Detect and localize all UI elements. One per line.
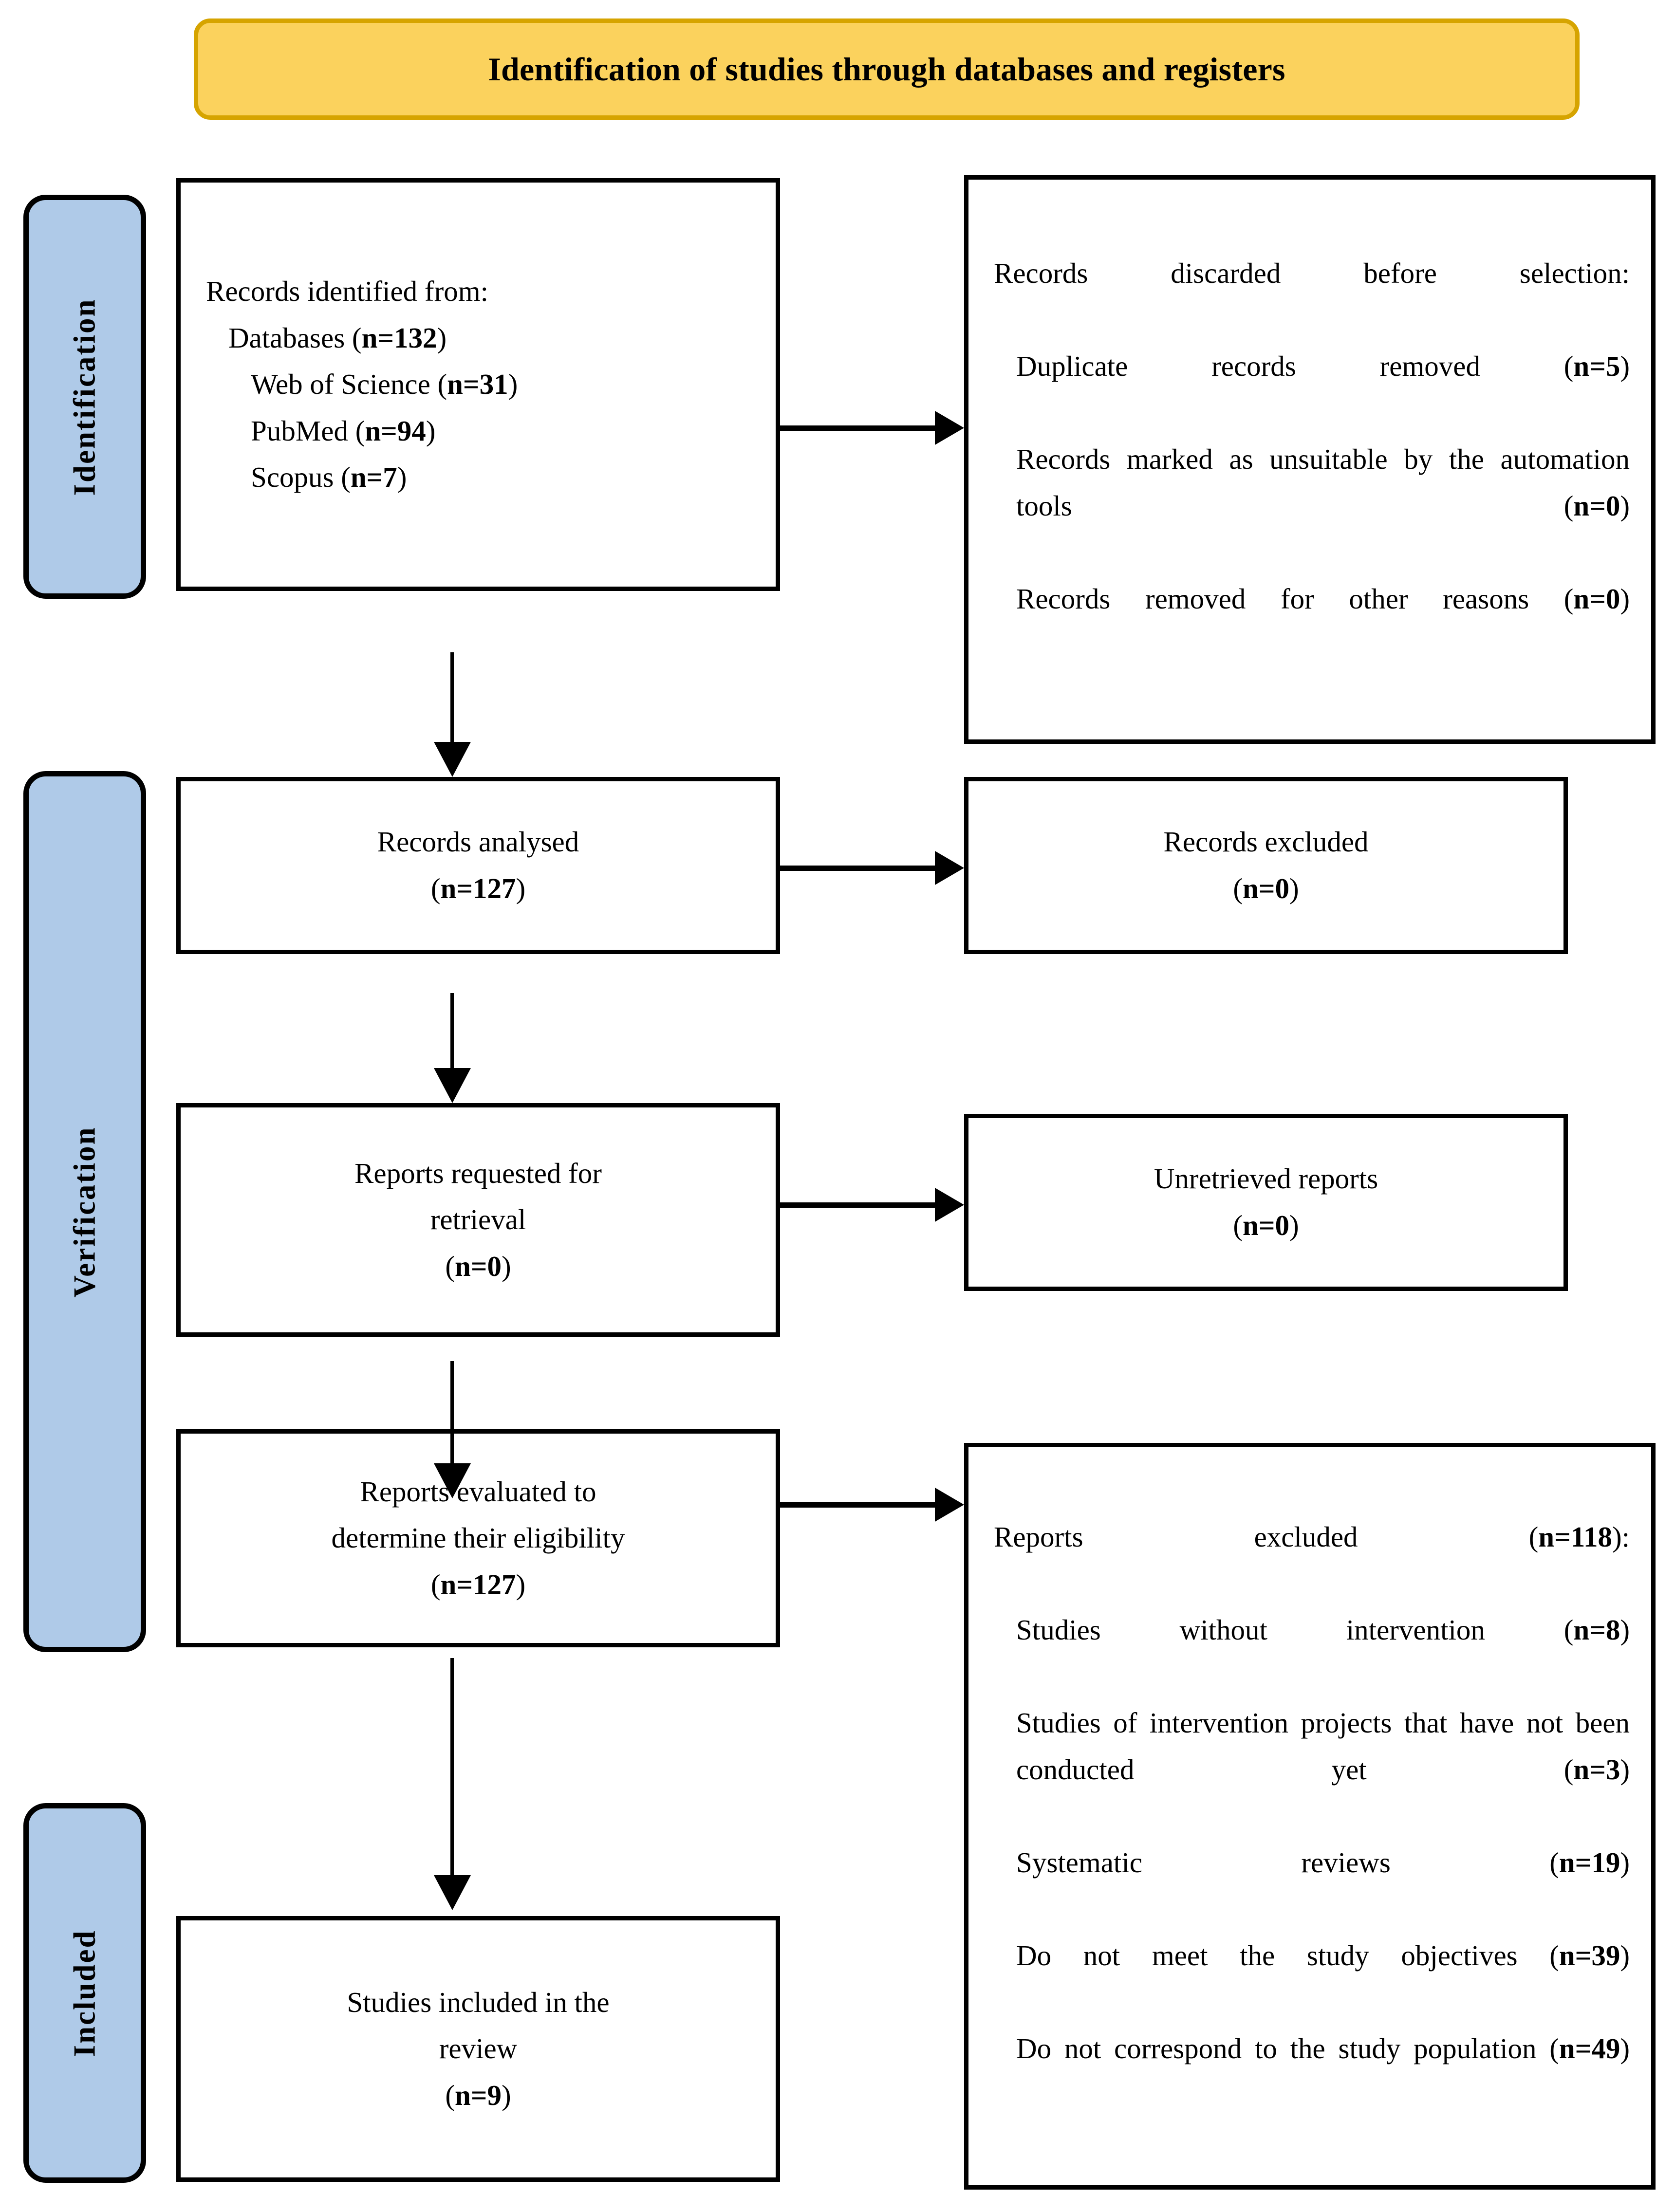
arrow-head-down-icon [434, 1068, 471, 1103]
reports-excluded-box: Reports excluded (n=118): Studies withou… [964, 1443, 1656, 2190]
records-analysed-count: (n=127) [430, 872, 526, 904]
records-identified-line-1: Databases (n=132) [228, 321, 447, 354]
records-discarded-item-0: Duplicate records removed (n=5) [1016, 350, 1630, 383]
arrow-head-right-icon [935, 411, 964, 445]
records-identified-line-3: PubMed (n=94) [251, 414, 436, 447]
studies-included-title-line1: Studies included in the [347, 1986, 610, 2018]
arrow-stem [780, 1202, 936, 1208]
records-identified-box: Records identified from: Databases (n=13… [176, 178, 780, 591]
records-discarded-item-2: Records removed for other reasons (n=0) [1016, 582, 1630, 615]
arrow-head-down-icon [434, 1463, 471, 1498]
arrow-stem [450, 993, 454, 1069]
records-excluded-count: (n=0) [1233, 872, 1299, 904]
records-identified-line-4: Scopus (n=7) [251, 461, 407, 494]
records-discarded-heading: Records discarded before selection: [994, 257, 1630, 289]
unretrieved-reports-count: (n=0) [1233, 1209, 1299, 1241]
arrow-head-down-icon [434, 1875, 471, 1910]
reports-excluded-item-4: Do not correspond to the study populatio… [1016, 2032, 1630, 2065]
records-discarded-box: Records discarded before selection: Dupl… [964, 175, 1656, 744]
reports-excluded-heading: Reports excluded (n=118): [994, 1520, 1630, 1553]
unretrieved-reports-title: Unretrieved reports [1154, 1162, 1378, 1195]
arrow-head-down-icon [434, 742, 471, 777]
records-identified-line-2: Web of Science (n=31) [251, 368, 518, 401]
diagram-header-banner: Identification of studies through databa… [194, 18, 1580, 120]
records-analysed-title: Records analysed [377, 826, 579, 858]
studies-included-title-line2: review [439, 2032, 518, 2065]
records-excluded-title: Records excluded [1163, 826, 1369, 858]
stage-label-verification: Verification [23, 771, 146, 1652]
records-discarded-item-1: Records marked as unsuitable by the auto… [1016, 443, 1630, 522]
arrow-head-right-icon [935, 1488, 964, 1522]
stage-label-identification-text: Identification [67, 297, 102, 496]
diagram-title: Identification of studies through databa… [488, 50, 1285, 88]
arrow-head-right-icon [935, 851, 964, 885]
records-excluded-box: Records excluded (n=0) [964, 777, 1568, 954]
records-identified-line-0: Records identified from: [206, 275, 489, 308]
reports-requested-title-line2: retrieval [430, 1203, 526, 1236]
arrow-head-right-icon [935, 1188, 964, 1222]
reports-excluded-item-2: Systematic reviews (n=19) [1016, 1846, 1630, 1879]
stage-label-identification: Identification [23, 195, 146, 599]
arrow-stem [780, 1502, 936, 1508]
reports-evaluated-title-line2: determine their eligibility [331, 1522, 625, 1554]
studies-included-count: (n=9) [445, 2079, 511, 2111]
stage-label-included: Included [23, 1803, 146, 2183]
reports-requested-box: Reports requested for retrieval (n=0) [176, 1103, 780, 1337]
reports-requested-count: (n=0) [445, 1250, 511, 1282]
studies-included-box: Studies included in the review (n=9) [176, 1916, 780, 2182]
arrow-stem [780, 425, 936, 431]
stage-label-verification-text: Verification [67, 1125, 102, 1298]
reports-requested-title-line1: Reports requested for [354, 1157, 602, 1189]
unretrieved-reports-box: Unretrieved reports (n=0) [964, 1114, 1568, 1291]
reports-excluded-item-0: Studies without intervention (n=8) [1016, 1613, 1630, 1646]
reports-excluded-item-3: Do not meet the study objectives (n=39) [1016, 1939, 1630, 1972]
arrow-stem [780, 866, 936, 871]
stage-label-included-text: Included [67, 1929, 102, 2057]
records-analysed-box: Records analysed (n=127) [176, 777, 780, 954]
reports-evaluated-title-line1: Reports evaluated to [360, 1475, 596, 1508]
arrow-stem [450, 1658, 454, 1876]
reports-evaluated-box: Reports evaluated to determine their eli… [176, 1429, 780, 1647]
reports-excluded-item-1: Studies of intervention projects that ha… [1016, 1707, 1630, 1786]
reports-evaluated-count: (n=127) [430, 1568, 526, 1601]
arrow-stem [450, 1361, 454, 1464]
arrow-stem [450, 652, 454, 743]
